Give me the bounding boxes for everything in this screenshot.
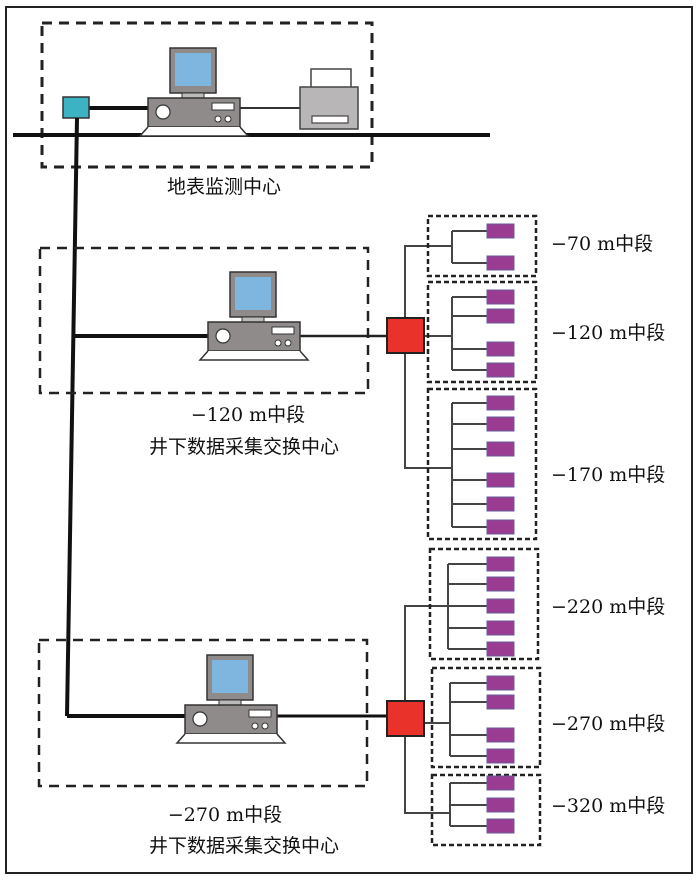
level-box xyxy=(430,666,542,769)
computer-icon xyxy=(138,47,250,137)
computer-icon xyxy=(198,271,310,361)
exchange-center-120: −120 m中段 井下数据采集交换中心 xyxy=(38,246,388,458)
exchange-center-label: 井下数据采集交换中心 xyxy=(149,835,339,857)
sensor-device-icon xyxy=(486,289,515,305)
level-box xyxy=(426,214,538,278)
hub-icon xyxy=(386,700,425,737)
level-box xyxy=(428,547,540,661)
sensor-device-icon xyxy=(486,598,515,614)
disk-drive xyxy=(192,711,208,727)
sensor-device-icon xyxy=(486,818,515,834)
sensor-device-icon xyxy=(486,797,515,813)
sensor-device-icon xyxy=(486,576,515,592)
level-label: −70 m中段 xyxy=(551,233,653,255)
sensor-device-icon xyxy=(486,255,515,271)
sensor-device-icon xyxy=(486,641,515,657)
level-group xyxy=(428,547,540,661)
computer-icon xyxy=(175,654,287,744)
sensor-device-icon xyxy=(486,775,515,791)
riser-line xyxy=(404,353,452,469)
sensor-device-icon xyxy=(486,341,515,357)
sensor-device-icon xyxy=(486,308,515,324)
surface-center-box xyxy=(40,21,374,169)
riser-line xyxy=(404,605,448,701)
surface-center-group: 地表监测中心 xyxy=(13,21,490,198)
monitor-screen xyxy=(175,53,211,86)
level-box xyxy=(430,773,542,847)
exchange-center-label: 井下数据采集交换中心 xyxy=(149,436,339,458)
monitor-screen xyxy=(212,660,248,693)
riser-line xyxy=(404,736,450,814)
sensor-device-icon xyxy=(486,556,515,572)
computer-base xyxy=(198,350,310,361)
level-group xyxy=(426,280,538,384)
level-label: −120 m中段 xyxy=(551,322,665,344)
sensor-device-icon xyxy=(486,362,515,378)
exchange-center-box xyxy=(38,246,370,395)
monitor-screen xyxy=(235,277,271,310)
sensor-device-icon xyxy=(486,694,515,710)
level-label: −220 m中段 xyxy=(551,596,665,618)
level-label: −270 m中段 xyxy=(551,713,665,735)
printer-icon xyxy=(299,68,359,130)
drive-slot xyxy=(248,709,272,718)
button xyxy=(261,722,269,730)
computer-base xyxy=(175,733,287,744)
sensor-device-icon xyxy=(486,395,515,411)
exchange-center-270: −270 m中段 井下数据采集交换中心 xyxy=(37,638,388,857)
level-groups xyxy=(404,214,542,847)
button xyxy=(251,722,259,730)
sensor-device-icon xyxy=(486,223,515,239)
sensor-device-icon xyxy=(486,441,515,457)
level-label: −320 m中段 xyxy=(551,795,665,817)
trunk-cable xyxy=(65,117,79,717)
button xyxy=(274,339,282,347)
sensor-device-icon xyxy=(486,675,515,691)
exchange-level-label: −270 m中段 xyxy=(168,804,282,826)
sensor-device-icon xyxy=(486,416,515,432)
exchange-level-label: −120 m中段 xyxy=(191,404,305,426)
computer-base xyxy=(138,126,250,137)
surface-center-label: 地表监测中心 xyxy=(167,176,281,198)
sensor-device-icon xyxy=(486,727,515,743)
network-switch-icon xyxy=(62,96,90,119)
sensor-device-icon xyxy=(486,472,515,488)
button xyxy=(224,115,232,123)
button xyxy=(214,115,222,123)
level-label: −170 m中段 xyxy=(551,464,665,486)
drive-slot xyxy=(211,102,235,111)
hub-icon xyxy=(386,317,425,354)
sensor-device-icon xyxy=(486,519,515,535)
button xyxy=(284,339,292,347)
riser-line xyxy=(404,245,452,318)
level-group xyxy=(426,214,538,278)
exchange-center-box xyxy=(37,638,369,788)
level-group xyxy=(430,666,542,769)
level-group xyxy=(426,387,538,541)
level-box xyxy=(426,387,538,541)
disk-drive xyxy=(215,328,231,344)
level-group xyxy=(430,773,542,847)
sensor-device-icon xyxy=(486,748,515,764)
sensor-device-icon xyxy=(486,496,515,512)
drive-slot xyxy=(271,326,295,335)
sensor-device-icon xyxy=(486,620,515,636)
disk-drive xyxy=(155,104,171,120)
diagram-frame xyxy=(5,6,693,874)
